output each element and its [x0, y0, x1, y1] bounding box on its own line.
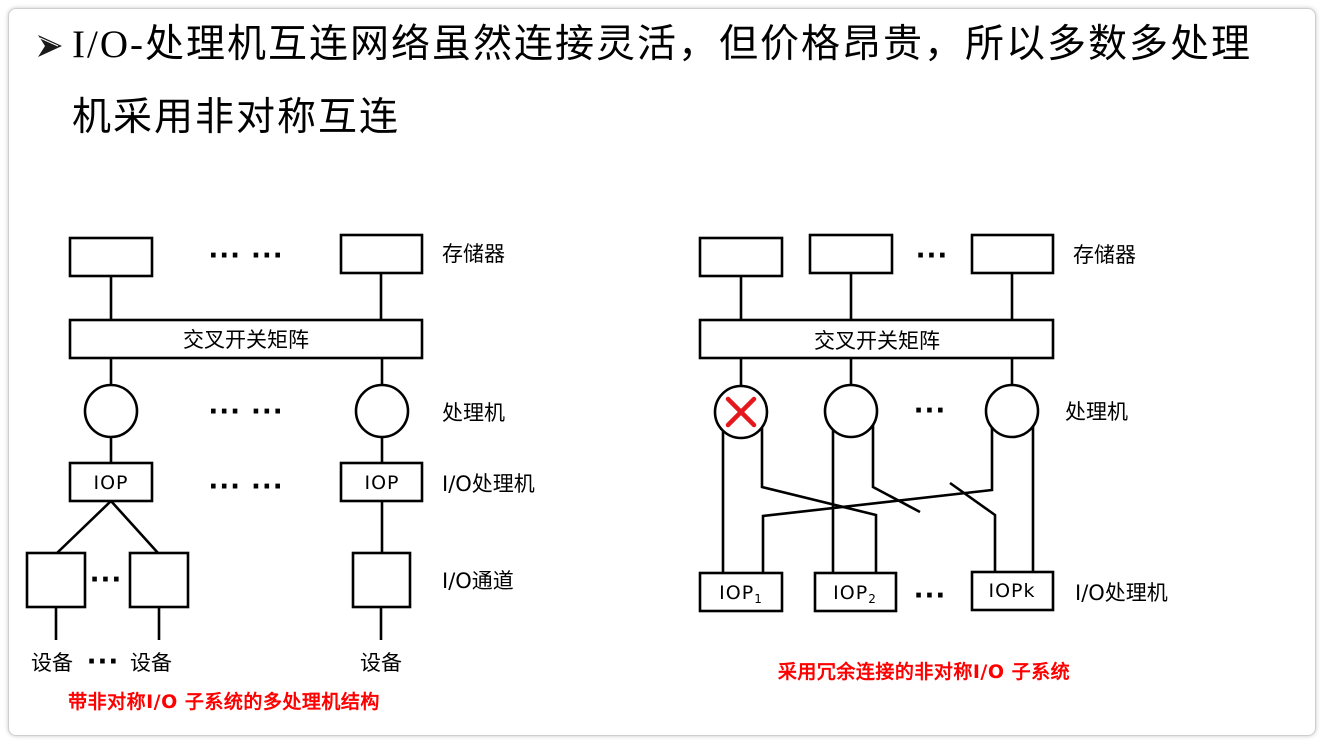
redundant-connection-line	[871, 425, 921, 514]
iop-box-text: IOP	[364, 472, 399, 494]
memory-label: 存储器	[442, 242, 505, 266]
memory-label: 存储器	[1073, 243, 1136, 267]
arrowhead-bullet-icon	[38, 35, 62, 57]
processor-label: 处理机	[1065, 400, 1128, 424]
iop-box-text: IOPk	[988, 580, 1035, 602]
iop-box	[68, 461, 154, 503]
iop-name: IOP	[833, 582, 868, 604]
iop-box	[970, 570, 1055, 612]
cross-mark-stroke	[725, 396, 757, 428]
iop-label: I/O处理机	[442, 472, 535, 496]
crossbar-switch-box	[698, 318, 1055, 360]
iop-to-channel-line	[110, 500, 159, 554]
processor-circle	[823, 383, 879, 439]
processor-label: 处理机	[442, 401, 505, 425]
memory-row-ellipsis: ··· ···	[208, 241, 283, 271]
iop-subscript: 2	[868, 592, 877, 606]
iop-row-ellipsis: ··· ···	[208, 472, 283, 502]
redundant-connection-line	[760, 427, 878, 573]
slide-card	[8, 8, 1316, 736]
iop-box-text: IOP1	[719, 582, 763, 606]
io-channel-label: I/O通道	[442, 569, 514, 593]
device-label: 设备	[360, 651, 402, 675]
processor-row-ellipsis: ··· ···	[208, 397, 283, 427]
memory-module-box	[970, 233, 1055, 275]
iop-row-ellipsis: ···	[914, 581, 947, 611]
iop-subscript: 1	[754, 592, 763, 606]
iop-box	[339, 461, 424, 503]
processor-circle	[354, 383, 410, 439]
crossbar-switch-label: 交叉开关矩阵	[814, 329, 940, 353]
redundant-connection-line	[761, 428, 994, 573]
iop-box-text: IOP2	[833, 582, 877, 606]
memory-module-box	[698, 236, 784, 278]
iop-box	[698, 571, 784, 613]
io-channel-box	[25, 551, 87, 609]
processor-circle	[984, 383, 1040, 439]
device-label: 设备	[130, 651, 172, 675]
slide-title-line: I/O-处理机互连网络虽然连接灵活，但价格昂贵，所以多数多处理	[72, 23, 1252, 66]
channel-ellipsis: ···	[90, 565, 123, 595]
iop-box	[813, 571, 898, 613]
iop-label: I/O处理机	[1075, 581, 1168, 605]
crossbar-switch-box	[68, 318, 424, 360]
memory-row-ellipsis: ···	[916, 241, 949, 271]
slide-title-line: 机采用非对称互连	[72, 96, 401, 139]
cross-mark-icon	[725, 396, 757, 428]
redundant-connection-line	[949, 481, 997, 572]
iop-box-text: IOP	[93, 472, 128, 494]
io-channel-box	[351, 551, 412, 609]
iop-name: IOP	[719, 582, 754, 604]
right-diagram: ··· 存储器 交叉开关矩阵 ··· 处理机 IOP1 IOP2	[698, 233, 1168, 683]
left-diagram-caption: 带非对称I/O 子系统的多处理机结构	[68, 690, 380, 713]
device-label: 设备	[31, 651, 73, 675]
device-ellipsis: ···	[87, 647, 120, 677]
right-diagram-caption: 采用冗余连接的非对称I/O 子系统	[778, 660, 1070, 683]
crossbar-switch-label: 交叉开关矩阵	[183, 328, 309, 352]
memory-module-box	[68, 236, 154, 278]
processor-circle	[83, 383, 139, 439]
iop-to-channel-line	[56, 500, 112, 554]
memory-module-box	[339, 233, 424, 275]
left-diagram: ··· ··· 存储器 交叉开关矩阵 ··· ··· 处理机 IOP IOP ·…	[25, 233, 535, 713]
io-channel-box	[128, 551, 190, 609]
processor-row-ellipsis: ···	[914, 396, 947, 426]
memory-module-box	[808, 233, 894, 275]
